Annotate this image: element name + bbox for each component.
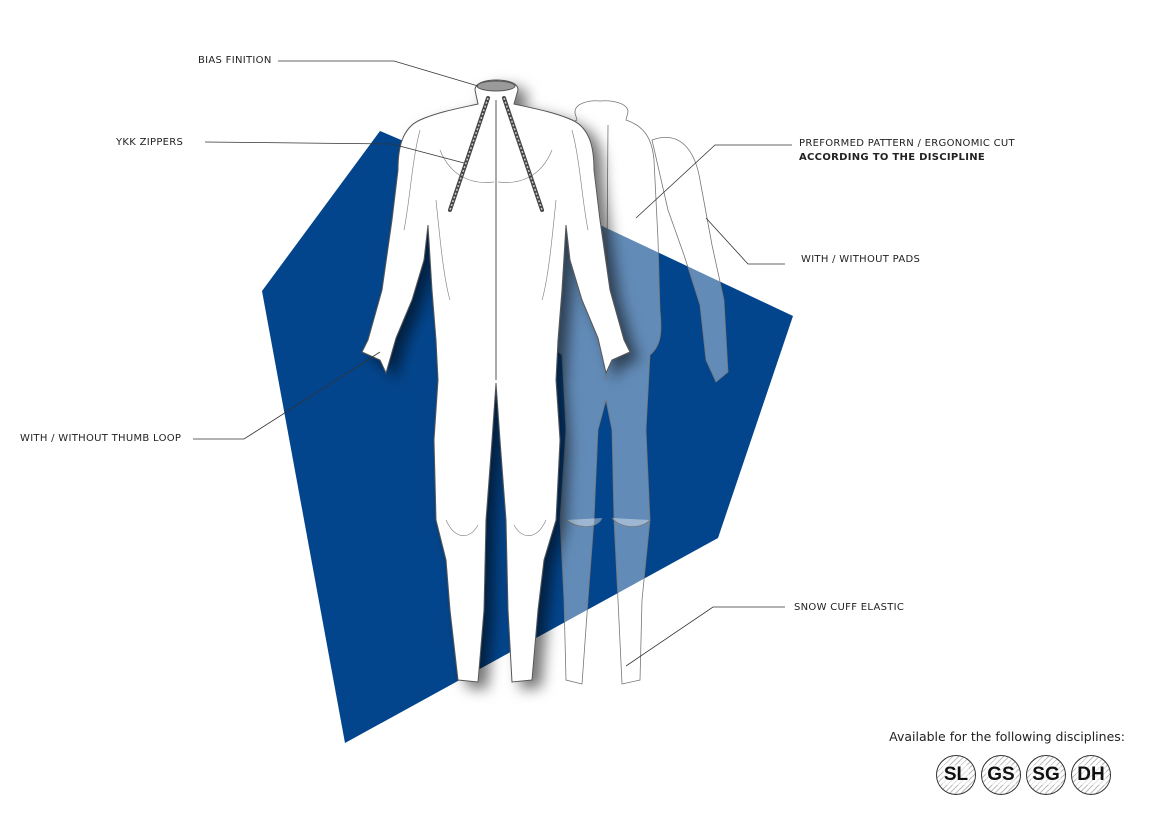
callout-bias-finition: BIAS FINITION	[198, 55, 272, 66]
discipline-badge-sl: SL	[936, 755, 976, 795]
discipline-badge-dh: DH	[1071, 755, 1111, 795]
leader-thumb-loop	[193, 351, 381, 440]
muscle-lines	[403, 129, 589, 536]
front-suit-body	[361, 79, 631, 683]
leader-preformed-pattern	[635, 144, 792, 219]
collar-bias	[476, 80, 516, 92]
leader-lines	[193, 60, 792, 667]
left-zipper	[448, 96, 490, 212]
callout-thumb-loop: WITH / WITHOUT THUMB LOOP	[20, 433, 182, 444]
discipline-badges: SL GS SG DH	[936, 755, 1111, 795]
callout-pads: WITH / WITHOUT PADS	[801, 254, 921, 265]
front-view-suit	[361, 79, 631, 683]
right-zipper	[502, 96, 544, 212]
callout-discipline-text: ACCORDING TO THE DISCIPLINE	[799, 152, 986, 163]
callout-ykk-zippers: YKK ZIPPERS	[116, 137, 184, 148]
leader-pads	[705, 217, 785, 265]
leader-ykk-zippers	[204, 141, 465, 164]
discipline-badge-gs: GS	[981, 755, 1021, 795]
callout-preformed-pattern-text: PREFORMED PATTERN / ERGONOMIC CUT	[799, 138, 1015, 149]
discipline-badge-sg: SG	[1026, 755, 1066, 795]
callout-snow-cuff: SNOW CUFF ELASTIC	[794, 602, 905, 613]
availability-label: Available for the following disciplines:	[889, 729, 1125, 744]
leader-snow-cuff	[625, 606, 785, 667]
callout-preformed-pattern: PREFORMED PATTERN / ERGONOMIC CUT ACCORD…	[799, 137, 1015, 165]
leader-bias-finition	[278, 60, 479, 87]
